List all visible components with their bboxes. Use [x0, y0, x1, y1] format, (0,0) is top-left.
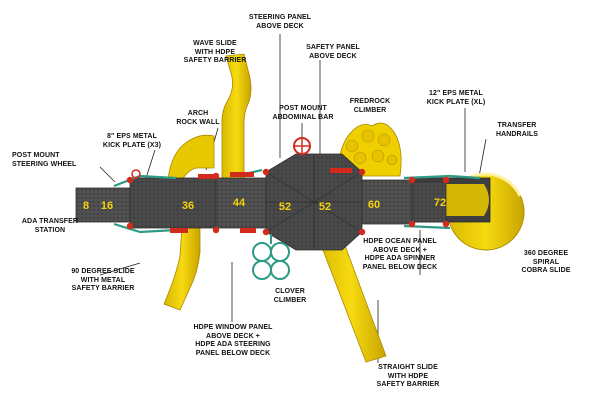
label-ada-transfer: ADA TRANSFER STATION	[21, 218, 79, 234]
deck-height-label: 52	[319, 201, 331, 213]
deck-height-label: 36	[182, 200, 194, 212]
label-fredrock: FREDROCK CLIMBER	[349, 98, 391, 114]
deck-height-label: 44	[233, 197, 246, 209]
label-post-mount-abdominal: POST MOUNT ABDOMINAL BAR	[272, 105, 334, 121]
label-spiral-slide: 360 DEGREE SPIRAL COBRA SLIDE	[521, 250, 571, 274]
deck-height-labels: 8 16 36 44 52 52 60 72	[83, 197, 446, 213]
wave-slide	[221, 53, 252, 179]
deck-height-label: 8	[83, 200, 89, 212]
ninety-degree-slide	[163, 225, 201, 311]
rock-climber-icon	[337, 122, 402, 177]
clover-climber-icon	[252, 234, 290, 280]
label-safety-panel: SAFETY PANEL ABOVE DECK	[306, 44, 360, 60]
deck-height-label: 16	[101, 200, 113, 212]
label-straight-slide: STRAIGHT SLIDE WITH HDPE SAFETY BARRIER	[376, 364, 440, 388]
arch-rock-wall	[167, 134, 215, 181]
label-ninety-slide: 90 DEGREE SLIDE WITH METAL SAFETY BARRIE…	[71, 268, 135, 292]
label-kick-plate-x3: 8" EPS METAL KICK PLATE (X3)	[102, 133, 162, 149]
label-ocean-panel: HDPE OCEAN PANEL ABOVE DECK + HDPE ADA S…	[362, 238, 438, 271]
deck-height-label: 52	[279, 201, 291, 213]
label-arch-rock-wall: ARCH ROCK WALL	[176, 110, 220, 126]
label-window-panel: HDPE WINDOW PANEL ABOVE DECK + HDPE ADA …	[193, 324, 273, 357]
deck-height-label: 60	[368, 199, 380, 211]
steering-wheel-icon	[293, 137, 311, 155]
label-post-mount-steering: POST MOUNT STEERING WHEEL	[12, 152, 77, 168]
label-clover: CLOVER CLIMBER	[273, 288, 307, 304]
posts	[126, 168, 450, 236]
label-kick-plate-xl: 12" EPS METAL KICK PLATE (XL)	[426, 90, 486, 106]
post-mount-steering-wheel-icon	[131, 169, 141, 179]
deck-height-label: 72	[434, 197, 446, 209]
label-wave-slide: WAVE SLIDE WITH HDPE SAFETY BARRIER	[183, 40, 247, 64]
label-transfer-handrails: TRANSFER HANDRAILS	[495, 122, 539, 138]
label-steering-panel: STEERING PANEL ABOVE DECK	[248, 14, 312, 30]
